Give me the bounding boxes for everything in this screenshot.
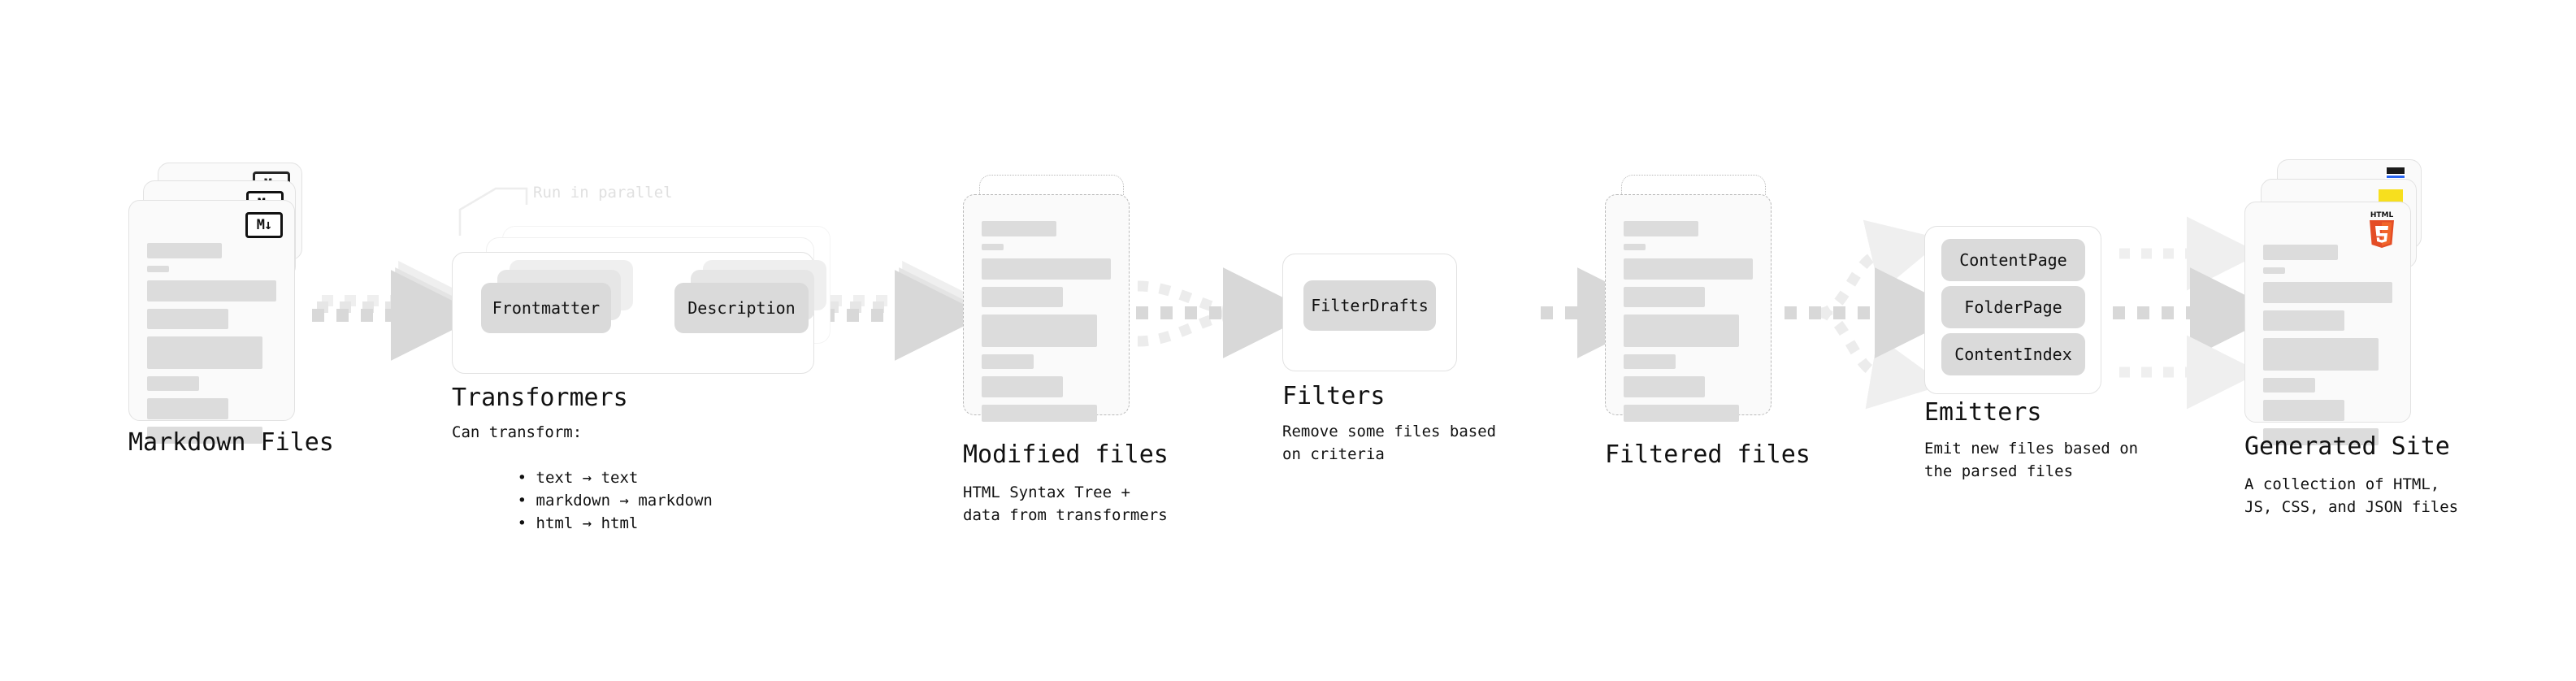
stage-title-transformers: Transformers <box>452 384 628 412</box>
content-line <box>2263 282 2392 303</box>
pill-contentindex[interactable]: ContentIndex <box>1941 333 2085 375</box>
content-line <box>147 376 199 391</box>
content-line <box>147 266 170 272</box>
content-line <box>1624 221 1699 236</box>
modified-file-stack <box>963 175 1142 435</box>
content-line <box>982 405 1097 422</box>
pill-label: ContentIndex <box>1954 345 2072 364</box>
pill-folderpage[interactable]: FolderPage <box>1941 286 2085 328</box>
filters-subtitle: Remove some files based on criteria <box>1282 423 1497 463</box>
arrow-emitters-to-site <box>2113 216 2281 410</box>
html5-badge: HTML <box>2365 209 2399 249</box>
content-line <box>147 280 276 301</box>
content-line <box>1624 376 1706 397</box>
pill-contentpage[interactable]: ContentPage <box>1941 239 2085 281</box>
arrow-modified-to-filters <box>1136 267 1314 358</box>
content-line <box>1624 405 1739 422</box>
content-line <box>1624 287 1706 307</box>
pill-description[interactable]: Description <box>674 283 809 333</box>
run-in-parallel-label: Run in parallel <box>533 184 673 202</box>
filtered-file-stack <box>1605 175 1784 435</box>
pill-frontmatter[interactable]: Frontmatter <box>481 283 611 333</box>
content-line <box>1624 244 1646 250</box>
html5-icon: HTML <box>2370 211 2394 248</box>
content-line <box>2263 428 2379 445</box>
css3-icon <box>2387 167 2405 178</box>
modified-card-front <box>963 194 1130 422</box>
content-line <box>982 354 1034 369</box>
bullet-dot: • <box>517 469 536 487</box>
generated-site-subtitle: A collection of HTML, JS, CSS, and JSON … <box>2244 475 2459 516</box>
modified-files-subtitle: HTML Syntax Tree + data from transformer… <box>963 484 1168 524</box>
transform-bullet-0: • text → text <box>462 444 639 512</box>
pill-label: Frontmatter <box>492 298 601 318</box>
content-line <box>147 427 262 444</box>
arrow-filtered-to-emitters <box>1785 219 1966 410</box>
modified-card-content <box>982 221 1111 422</box>
content-line <box>1624 354 1676 369</box>
content-line <box>2263 400 2345 421</box>
content-line <box>147 309 229 329</box>
stage-title-emitters: Emitters <box>1924 398 2042 427</box>
content-line <box>1624 258 1753 280</box>
content-line <box>147 243 223 258</box>
generated-card-content <box>2263 245 2392 445</box>
javascript-badge <box>2379 189 2403 202</box>
generated-site-file-stack: HTML <box>2244 159 2431 445</box>
filtered-card-content <box>1624 221 1753 422</box>
bullet-dot: • <box>517 492 536 510</box>
bullet-text: text → text <box>536 469 639 487</box>
pill-label: ContentPage <box>1959 250 2067 270</box>
emitters-subtitle: Emit new files based on the parsed files <box>1924 440 2139 480</box>
content-line <box>2263 267 2286 274</box>
markdown-badge: M↓ <box>245 212 283 238</box>
filtered-card-front <box>1605 194 1772 422</box>
content-line <box>1624 314 1739 347</box>
pill-label: Description <box>687 298 796 318</box>
css3-badge <box>2385 167 2406 179</box>
pill-filterdrafts[interactable]: FilterDrafts <box>1303 280 1436 331</box>
stage-title-modified-files: Modified files <box>963 440 1169 469</box>
content-line <box>2263 338 2379 371</box>
bullet-dot: • <box>517 514 536 532</box>
content-line <box>982 221 1057 236</box>
generated-card-html: HTML <box>2244 202 2411 445</box>
content-line <box>2263 310 2345 331</box>
content-line <box>982 314 1097 347</box>
content-line <box>982 258 1111 280</box>
bullet-text: html → html <box>536 514 639 532</box>
markdown-card-content <box>147 243 276 444</box>
arrow-markdown-to-transformers <box>312 261 482 361</box>
svg-text:HTML: HTML <box>2370 211 2394 219</box>
stage-title-filtered-files: Filtered files <box>1605 440 1811 469</box>
content-line <box>147 336 262 369</box>
stage-title-filters: Filters <box>1282 382 1386 410</box>
arrow-transformers-to-modified <box>822 261 986 361</box>
content-line <box>2263 245 2339 260</box>
stage-title-markdown-files: Markdown Files <box>128 428 334 457</box>
stage-title-generated-site: Generated Site <box>2244 432 2450 461</box>
transform-bullet-2: • html → html <box>462 489 639 557</box>
content-line <box>982 244 1004 250</box>
content-line <box>2263 378 2315 393</box>
bullet-text: markdown → markdown <box>536 492 713 510</box>
pill-label: FilterDrafts <box>1311 296 1429 315</box>
transformers-subtitle: Can transform: <box>452 423 583 441</box>
markdown-card-front: M↓ <box>128 200 295 444</box>
transform-bullet-1: • markdown → markdown <box>462 466 713 535</box>
content-line <box>147 398 229 419</box>
content-line <box>982 376 1064 397</box>
pill-label: FolderPage <box>1964 297 2062 317</box>
content-line <box>982 287 1064 307</box>
markdown-file-stack: M↓ M↓ M↓ <box>128 163 307 444</box>
